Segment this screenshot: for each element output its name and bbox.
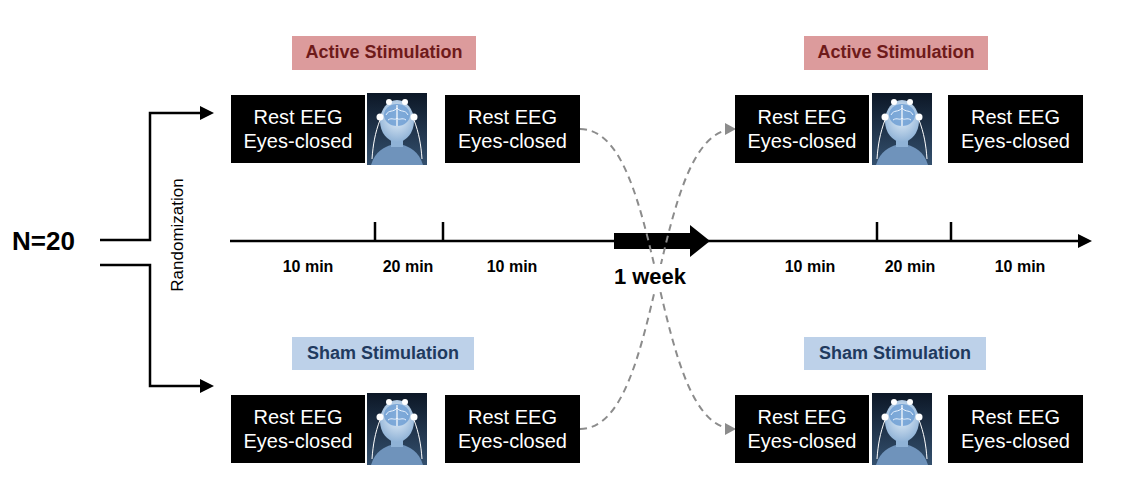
node-text: Rest EEG Eyes-closed bbox=[451, 105, 574, 154]
node-text: Active Stimulation bbox=[305, 42, 462, 64]
duration-label: 10 min bbox=[995, 258, 1046, 276]
duration-label: 10 min bbox=[785, 258, 836, 276]
duration-label: 10 min bbox=[283, 258, 334, 276]
eeg-box: Rest EEG Eyes-closed bbox=[948, 95, 1083, 163]
eeg-box: Rest EEG Eyes-closed bbox=[445, 395, 580, 463]
duration-label: 10 min bbox=[487, 258, 538, 276]
eeg-box: Rest EEG Eyes-closed bbox=[735, 395, 869, 463]
node-text: Active Stimulation bbox=[817, 42, 974, 64]
node-text: Rest EEG Eyes-closed bbox=[237, 405, 359, 454]
node-text: Sham Stimulation bbox=[819, 343, 971, 365]
node-text: Rest EEG Eyes-closed bbox=[954, 405, 1077, 454]
crossover-arrow bbox=[580, 129, 735, 429]
node-text: Sham Stimulation bbox=[307, 343, 459, 365]
eeg-box: Rest EEG Eyes-closed bbox=[948, 395, 1083, 463]
eeg-box: Rest EEG Eyes-closed bbox=[445, 95, 580, 163]
node-text: Rest EEG Eyes-closed bbox=[954, 105, 1077, 154]
condition-label: Sham Stimulation bbox=[292, 337, 474, 370]
randomization-label: Randomization bbox=[168, 178, 188, 291]
eeg-box: Rest EEG Eyes-closed bbox=[735, 95, 869, 163]
duration-label: 20 min bbox=[885, 258, 936, 276]
node-text: Rest EEG Eyes-closed bbox=[451, 405, 574, 454]
washout-label: 1 week bbox=[611, 264, 689, 290]
node-text: Rest EEG Eyes-closed bbox=[237, 105, 359, 154]
eeg-box: Rest EEG Eyes-closed bbox=[231, 395, 365, 463]
eeg-box: Rest EEG Eyes-closed bbox=[231, 95, 365, 163]
condition-label: Active Stimulation bbox=[804, 36, 988, 70]
duration-label: 20 min bbox=[383, 258, 434, 276]
sample-size: N=20 bbox=[12, 226, 75, 257]
condition-label: Sham Stimulation bbox=[804, 337, 986, 370]
condition-label: Active Stimulation bbox=[292, 36, 476, 70]
node-text: Rest EEG Eyes-closed bbox=[741, 405, 863, 454]
crossover-arrow bbox=[580, 129, 735, 429]
node-text: Rest EEG Eyes-closed bbox=[741, 105, 863, 154]
